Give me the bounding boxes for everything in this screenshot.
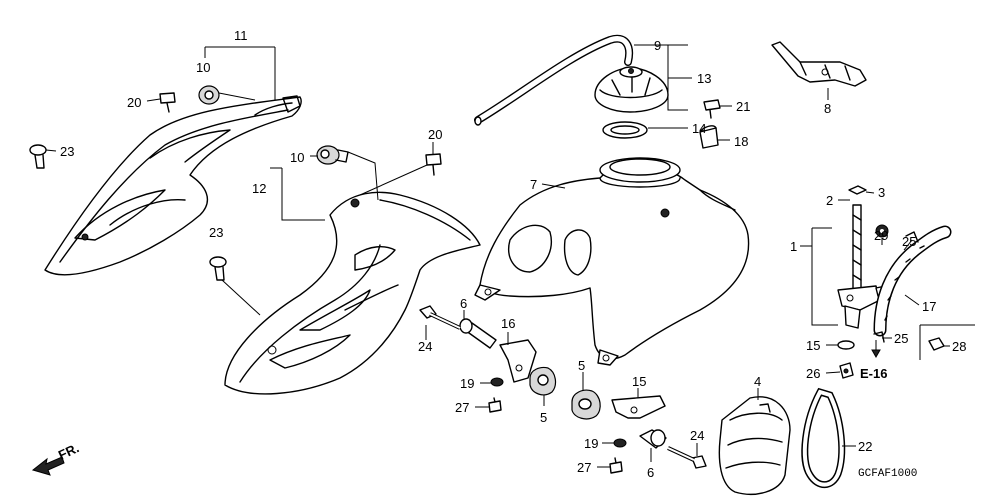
collar-6-lower — [639, 429, 667, 449]
callout-15-right: 15 — [806, 338, 820, 353]
callout-5-center: 5 — [578, 358, 585, 373]
callout-19-upper: 19 — [460, 376, 474, 391]
cap-packing — [602, 121, 648, 139]
callout-23-left: 23 — [60, 144, 74, 159]
grommet-front — [316, 145, 349, 165]
callout-12: 12 — [252, 181, 266, 196]
callout-2: 2 — [826, 193, 833, 208]
breather-tube — [474, 34, 633, 126]
callout-28: 28 — [952, 339, 966, 354]
callout-labels: 11 10 20 23 10 20 12 23 9 13 14 21 18 7 … — [56, 28, 967, 480]
upper-bracket — [771, 41, 867, 87]
protector-4 — [718, 396, 791, 495]
grommet-upper — [198, 85, 220, 105]
callout-23-lower: 23 — [209, 225, 223, 240]
bolt-21 — [703, 99, 721, 119]
callout-16: 16 — [501, 316, 515, 331]
mount-rubber-center — [571, 389, 601, 420]
front-direction-arrow — [31, 456, 65, 476]
bolt-26 — [839, 362, 854, 379]
bolt-24-upper — [419, 305, 461, 330]
fuel-cap — [594, 66, 669, 113]
right-shroud-front — [224, 191, 481, 395]
callout-1: 1 — [790, 239, 797, 254]
reference-arrow-e16 — [871, 340, 881, 359]
left-shroud-rear — [44, 95, 302, 276]
callout-25-lower: 25 — [894, 331, 908, 346]
trim-clip-23-left — [29, 144, 47, 169]
washer-19-upper — [490, 377, 504, 387]
callout-22: 22 — [858, 439, 872, 454]
front-label: FR. — [56, 440, 81, 462]
clip — [699, 125, 719, 149]
callout-18: 18 — [734, 134, 748, 149]
callout-10-front: 10 — [290, 150, 304, 165]
callout-27-upper: 27 — [455, 400, 469, 415]
strainer-cap — [848, 185, 867, 195]
callout-10-upper: 10 — [196, 60, 210, 75]
stay-16 — [499, 339, 537, 383]
callout-27-lower: 27 — [577, 460, 591, 475]
bolt-24-lower — [667, 446, 707, 469]
fuel-tube — [873, 225, 952, 337]
washer-15-upper — [837, 340, 855, 350]
callout-13: 13 — [697, 71, 711, 86]
fuel-tank — [474, 157, 750, 366]
bolt-20-left — [159, 92, 176, 113]
callout-20-right: 20 — [428, 127, 442, 142]
band-22 — [801, 387, 846, 489]
callout-6-lower: 6 — [647, 465, 654, 480]
callout-11: 11 — [234, 28, 248, 43]
clamp-25-lower — [873, 331, 885, 343]
reference-box — [919, 324, 975, 360]
trim-clip-23-lower — [209, 256, 227, 281]
callout-4: 4 — [754, 374, 761, 389]
callout-9: 9 — [654, 38, 661, 53]
callout-15-center: 15 — [632, 374, 646, 389]
washer-29 — [875, 224, 889, 238]
bolt-27-upper — [488, 397, 502, 413]
callout-25-upper: 25 — [902, 234, 916, 249]
callout-8: 8 — [824, 101, 831, 116]
callout-20-left: 20 — [127, 95, 141, 110]
washer-19-lower — [613, 438, 627, 448]
clamp-25-upper — [905, 231, 919, 243]
bolt-20-right — [425, 153, 442, 176]
nut-28 — [928, 337, 945, 351]
bolt-27-lower — [609, 457, 623, 474]
callout-19-lower: 19 — [584, 436, 598, 451]
mount-rubber-left — [529, 366, 557, 396]
reference-e16: E-16 — [860, 366, 887, 381]
callout-21: 21 — [736, 99, 750, 114]
callout-24-lower: 24 — [690, 428, 704, 443]
callout-26: 26 — [806, 366, 820, 381]
callout-24-upper: 24 — [418, 339, 432, 354]
callout-7: 7 — [530, 177, 537, 192]
callout-17: 17 — [922, 299, 936, 314]
collar-6-upper — [459, 318, 497, 349]
callout-3: 3 — [878, 185, 885, 200]
callout-6-upper: 6 — [460, 296, 467, 311]
stay-15 — [611, 395, 666, 419]
callout-29: 29 — [874, 228, 888, 243]
callout-5-left: 5 — [540, 410, 547, 425]
leader-lines — [45, 44, 950, 468]
callout-14: 14 — [692, 121, 706, 136]
drawing-code: GCFAF1000 — [858, 468, 917, 480]
